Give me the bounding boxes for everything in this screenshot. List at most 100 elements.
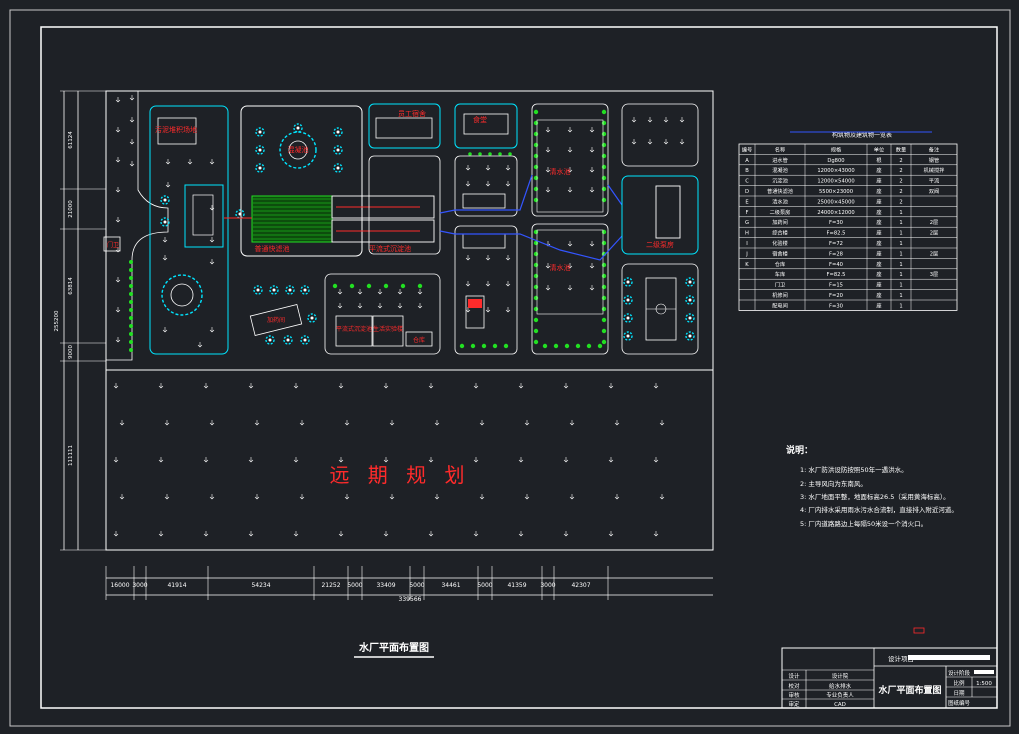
northeast-garden [621,103,699,167]
sludge-yard-area [149,105,229,355]
tree-head [209,329,215,333]
table-cell: 座 [876,218,881,226]
table-cell: C [745,179,749,185]
tree-head [567,287,573,291]
shrub-dot [601,229,607,235]
shrub-dot [586,343,592,349]
storage-building [465,295,485,329]
table-header-cell: 名称 [775,145,785,153]
tree-symbol [569,494,575,500]
hedge-ring-core [688,316,692,320]
tree-symbol [473,531,479,537]
table-cell: 座 [876,270,881,278]
dimension-label: 33409 [376,582,395,589]
tree-head [115,189,121,193]
dimension-label: 34461 [441,582,460,589]
tree-head [293,533,299,537]
table-cell: 1 [899,251,902,257]
tree-head [563,459,569,463]
tree-head [567,149,573,153]
tree-head [115,129,121,133]
tree-symbol [465,181,471,187]
table-cell: F=15 [829,283,843,289]
table-cell: 沉淀池 [772,177,788,185]
shrub-dot [488,152,492,156]
tb-left-label-1: 设计 [788,672,800,680]
table-cell: 3层 [930,271,939,278]
tree-head [653,459,659,463]
canteen-label: 食堂 [473,115,487,124]
table-cell: 1 [899,262,902,268]
tree-symbol [473,457,479,463]
tree-head [567,129,573,133]
tree-symbol [608,383,614,389]
tree-head [608,385,614,389]
table-cell: 仓库 [775,260,785,268]
tree-symbol [567,241,573,247]
tree-head [465,257,471,261]
dosing-tank [192,194,214,236]
shrub-dot [533,295,539,301]
table-cell: H [745,231,749,237]
tree-head [115,159,121,163]
tree-head [397,291,403,295]
table-cell: 24000×12000 [817,210,854,216]
tree-head [614,496,620,500]
tree-symbol [589,147,595,153]
tree-head [344,422,350,426]
tree-symbol [545,167,551,173]
shrub-dot [601,328,607,334]
tree-head [248,533,254,537]
hedge-ring-core [310,316,314,320]
shrub-dot [533,109,539,115]
tree-symbol [203,383,209,389]
tree-symbol [115,337,121,343]
hedge-ring [623,331,633,341]
tree-layer [113,95,695,537]
shrub-dot [129,284,133,288]
tree-symbol [293,531,299,537]
tree-head [254,496,260,500]
tree-symbol [383,457,389,463]
tree-head [465,183,471,187]
tree-head [299,422,305,426]
shrub-dot [601,186,607,192]
tree-head [434,496,440,500]
hedge-ring-core [296,126,300,130]
shrub-dot [601,262,607,268]
garage-building [405,331,433,347]
clear-water-pump-1 [462,193,506,209]
table-cell: 1 [899,303,902,309]
tree-head [187,161,193,165]
clear-water-tank-2 [531,223,609,355]
tree-head [248,459,254,463]
shrub-dot [553,343,559,349]
tree-symbol [647,117,653,123]
table-header-cell: 规格 [831,145,842,153]
hedge-ring-core [268,338,272,342]
shrub-dot [601,284,607,290]
tree-symbol [164,494,170,500]
dimension-label: 61124 [68,131,74,149]
project-label: 设计项目 [888,654,914,663]
tree-head [162,239,168,243]
court-center-circle [655,303,667,315]
tree-symbol [417,289,423,295]
tree-head [473,459,479,463]
table-cell: 2 [899,199,902,205]
shrub-dot [533,251,539,257]
table-cell: 座 [876,187,881,195]
table-cell: B [745,168,749,174]
tree-symbol [465,165,471,171]
tree-head [663,119,669,123]
table-cell: F=40 [829,262,843,268]
shrub-dot [601,175,607,181]
tree-symbol [129,117,135,123]
tree-symbol [357,303,363,309]
tree-head [485,257,491,261]
dimension-label: 3000 [540,582,555,589]
shrub-dot [575,343,581,349]
table-title: 构筑物及建筑物一览表 [832,131,892,139]
dimension-label: 5000 [477,582,492,589]
